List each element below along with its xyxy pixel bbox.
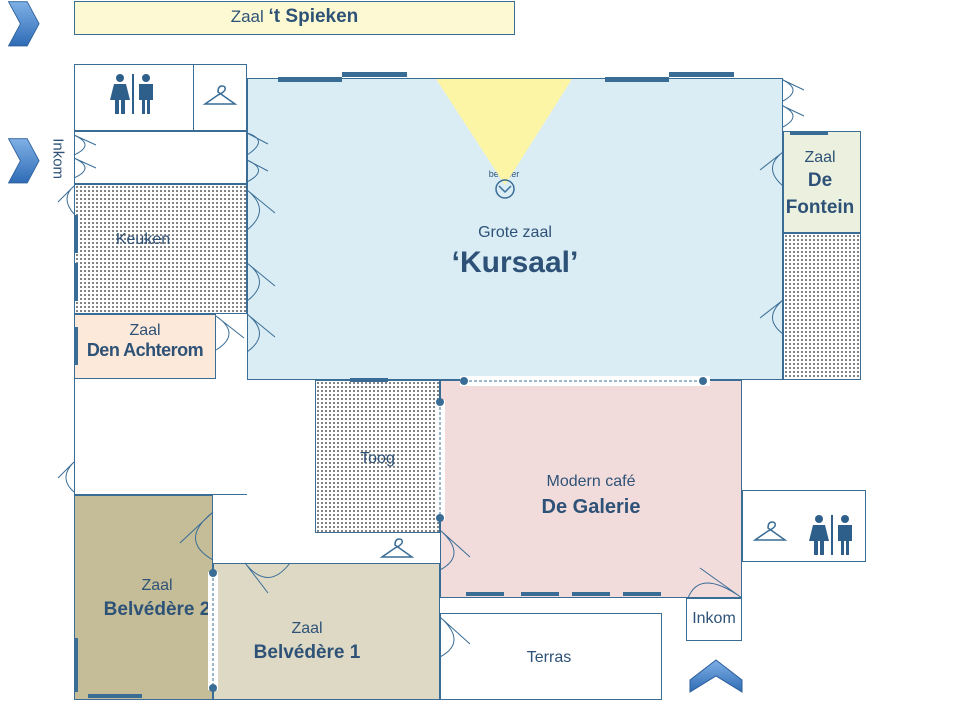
window-marker bbox=[74, 327, 78, 365]
arrow-icon bbox=[689, 659, 743, 693]
door-swing bbox=[73, 134, 97, 156]
room-galerie-label: Modern café De Galerie bbox=[440, 473, 742, 519]
room-fontein-line1: Zaal bbox=[804, 149, 836, 166]
arrow-icon bbox=[7, 1, 40, 47]
door-swing bbox=[246, 262, 276, 302]
window-marker bbox=[605, 77, 669, 82]
window-marker bbox=[74, 215, 78, 253]
door-swing bbox=[439, 529, 471, 571]
door-swing bbox=[782, 105, 805, 128]
room-galerie-name: De Galerie bbox=[541, 496, 641, 519]
door-swing bbox=[687, 567, 743, 599]
door-swing bbox=[215, 315, 245, 351]
room-achterom-name: Den Achterom bbox=[86, 340, 204, 361]
window-marker bbox=[74, 638, 78, 692]
window-marker bbox=[572, 592, 610, 596]
room-keuken[interactable] bbox=[74, 184, 247, 314]
window-marker bbox=[669, 72, 734, 77]
room-fontein-line3: Fontein bbox=[785, 197, 855, 219]
door-swing bbox=[246, 189, 276, 231]
beamer-light-cone bbox=[436, 79, 572, 185]
room-terras[interactable] bbox=[440, 613, 662, 700]
room-belvedere1-line1: Zaal bbox=[291, 620, 323, 637]
room-achterom-label: Zaal Den Achterom bbox=[74, 322, 216, 361]
window-marker bbox=[74, 263, 78, 301]
partition-toog-galerie bbox=[435, 398, 445, 522]
window-marker bbox=[88, 694, 142, 698]
door-swing bbox=[759, 151, 784, 187]
room-fontein-line2: De bbox=[807, 170, 833, 192]
window-marker bbox=[466, 592, 504, 596]
room-galerie-line1: Modern café bbox=[546, 473, 636, 490]
door-swing bbox=[73, 157, 97, 179]
room-galerie[interactable] bbox=[440, 380, 742, 598]
room-keuken-label: Keuken bbox=[115, 231, 171, 248]
door-swing bbox=[246, 313, 276, 353]
room-fontein-label: Zaal De Fontein bbox=[779, 149, 861, 219]
room-spieken-prefix: Zaal bbox=[230, 7, 264, 26]
toilet-icon bbox=[809, 515, 852, 555]
room-fontein[interactable] bbox=[783, 131, 861, 233]
room-terras-label: Terras bbox=[526, 649, 572, 666]
room-spieken[interactable] bbox=[74, 1, 515, 35]
coat-hanger-icon bbox=[379, 538, 415, 558]
room-toog[interactable] bbox=[315, 380, 440, 533]
door-swing bbox=[782, 79, 805, 102]
window-marker bbox=[350, 378, 388, 382]
room-inkom-bottom-label: Inkom bbox=[692, 610, 736, 627]
room-kursaal-line1: Grote zaal bbox=[478, 224, 552, 241]
door-swing bbox=[57, 185, 75, 215]
room-spieken-name: ‘t Spieken bbox=[268, 6, 359, 27]
window-marker bbox=[342, 72, 407, 77]
door-swings bbox=[57, 79, 805, 658]
room-toog-label: Toog bbox=[360, 450, 395, 467]
window-marker bbox=[278, 77, 342, 82]
room-cloakroom-toog[interactable] bbox=[368, 533, 440, 563]
room-achterom-line1: Zaal bbox=[129, 322, 161, 339]
room-spieken-label: Zaal ‘t Spieken bbox=[74, 6, 515, 28]
room-hall-left bbox=[74, 379, 247, 495]
coat-hanger-icon bbox=[202, 85, 238, 105]
room-inkom-corridor[interactable] bbox=[74, 131, 247, 184]
room-belvedere2-label: Zaal Belvédère 2 bbox=[74, 577, 240, 621]
door-swing bbox=[246, 159, 269, 183]
door-swing bbox=[759, 299, 784, 335]
window-marker bbox=[521, 592, 559, 596]
arrow-icon bbox=[7, 138, 40, 184]
room-kursaal-label: Grote zaal ‘Kursaal’ bbox=[247, 224, 783, 281]
toilet-icon bbox=[110, 74, 153, 114]
room-fontein-storage[interactable] bbox=[783, 233, 861, 380]
room-kursaal-name: ‘Kursaal’ bbox=[451, 246, 579, 280]
beamer-icon bbox=[495, 179, 515, 199]
room-belvedere2-name: Belvédère 2 bbox=[103, 599, 211, 621]
door-swing bbox=[246, 132, 269, 156]
window-marker bbox=[623, 592, 661, 596]
room-inkom-bottom[interactable] bbox=[686, 598, 742, 641]
door-swing bbox=[57, 461, 75, 493]
partition-kursaal-galerie bbox=[460, 376, 710, 386]
door-swing bbox=[179, 511, 214, 561]
room-belvedere2[interactable] bbox=[74, 495, 213, 700]
window-marker bbox=[790, 131, 828, 135]
partition-belvedere bbox=[208, 569, 218, 692]
coat-hanger-icon bbox=[752, 521, 788, 541]
room-belvedere1-name: Belvédère 1 bbox=[253, 642, 361, 664]
door-swing bbox=[244, 562, 291, 594]
room-belvedere2-line1: Zaal bbox=[141, 577, 173, 594]
room-achterom[interactable] bbox=[74, 314, 216, 379]
door-swing bbox=[439, 616, 471, 658]
room-cloakroom-top[interactable] bbox=[193, 64, 247, 131]
room-belvedere1-label: Zaal Belvédère 1 bbox=[213, 620, 401, 664]
